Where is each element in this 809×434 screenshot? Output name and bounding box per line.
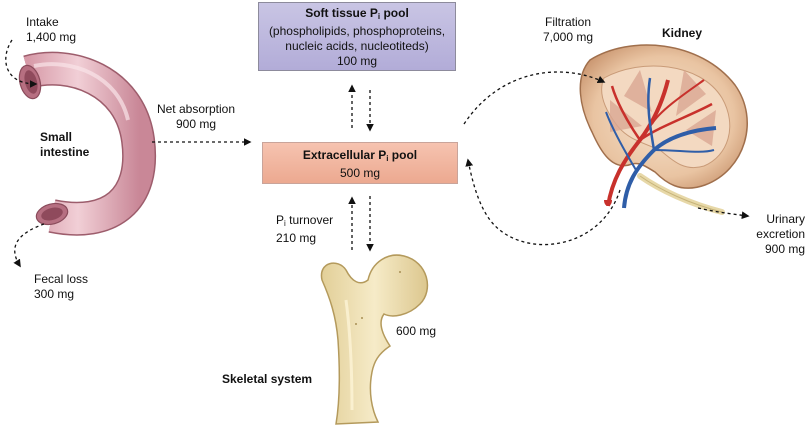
kidney-illustration (579, 44, 748, 215)
filtration-label: Filtration 7,000 mg (542, 15, 594, 44)
soft-tissue-pool-box: Soft tissue Pi pool (phospholipids, phos… (258, 2, 456, 71)
femur-illustration (320, 254, 429, 425)
extracellular-pool-title: Extracellular Pi pool (302, 148, 418, 163)
extracellular-pool-value: 500 mg (339, 166, 381, 180)
filtration-arrow (463, 71, 606, 125)
small-intestine-label: Small intestine (40, 130, 90, 159)
urinary-excretion-label: Urinary excretion 900 mg (756, 212, 805, 256)
bone-value-label: 600 mg (396, 324, 437, 338)
soft-tissue-pool-line1: (phospholipids, phosphoproteins, (268, 24, 446, 38)
reabsorption-arrow (465, 158, 621, 246)
extracellular-pool-box: Extracellular Pi pool 500 mg (262, 142, 458, 184)
pi-turnover-label: Pi turnover 210 mg (276, 213, 334, 245)
intake-label: Intake 1,400 mg (26, 15, 77, 44)
fecal-loss-arrow (13, 223, 45, 268)
intake-arrow (5, 39, 38, 88)
soft-tissue-pool-line2: nucleic acids, nucleotiteds) (285, 39, 429, 53)
flow-arrows (5, 39, 750, 268)
soft-tissue-pool-title: Soft tissue Pi pool (305, 6, 409, 21)
soft-tissue-pool-value: 100 mg (336, 54, 378, 68)
small-intestine-illustration (18, 51, 157, 236)
skeletal-system-label: Skeletal system (222, 372, 313, 386)
urinary-excretion-arrow (697, 207, 750, 220)
kidney-label: Kidney (662, 26, 703, 40)
fecal-loss-label: Fecal loss 300 mg (34, 272, 89, 301)
net-absorption-label: Net absorption 900 mg (156, 102, 236, 131)
